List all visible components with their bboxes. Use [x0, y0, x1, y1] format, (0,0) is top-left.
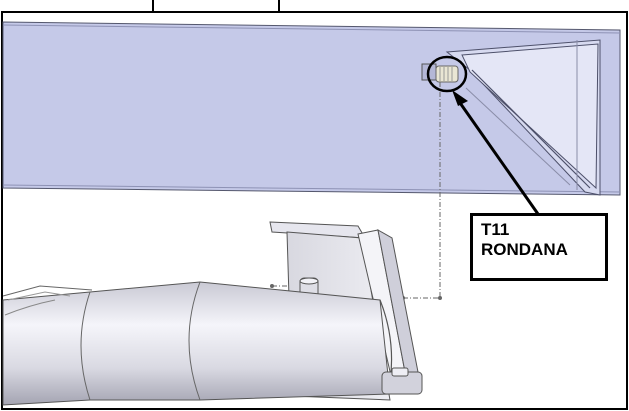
leader-arrow — [452, 90, 540, 215]
tube-part — [2, 281, 393, 406]
highlight-circle — [426, 55, 468, 93]
part-name: RONDANA — [481, 240, 568, 259]
bottom-fastener — [381, 367, 423, 395]
end-gusset-plate — [445, 39, 601, 196]
part-callout-box: T11 RONDANA — [470, 213, 608, 281]
title-block-tab — [152, 0, 280, 13]
part-code: T11 — [481, 220, 510, 239]
washer-part — [421, 63, 459, 83]
